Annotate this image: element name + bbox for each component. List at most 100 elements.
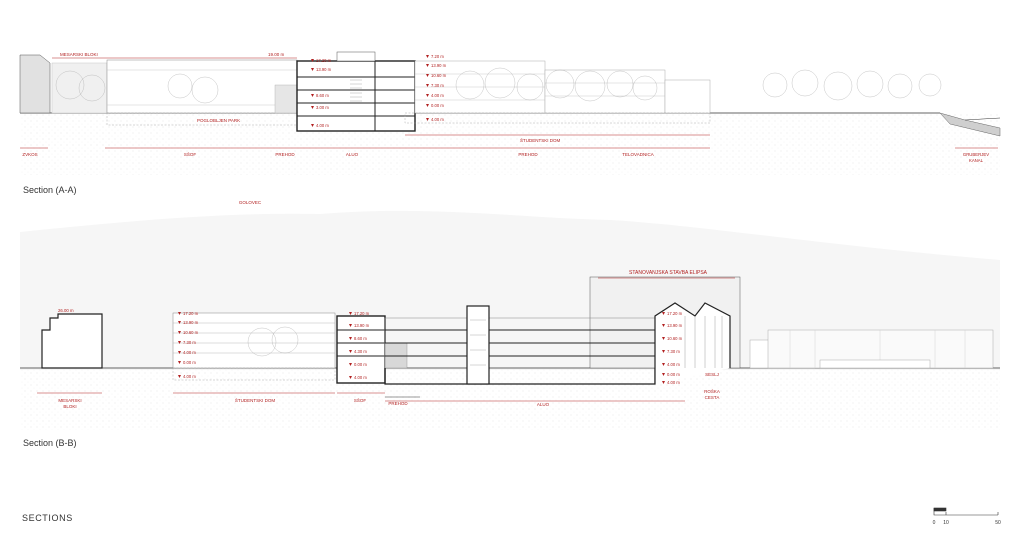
section-b-level-left: 0.00 m — [183, 360, 196, 365]
scale-bar-tick: 50 — [995, 520, 1001, 526]
section-b-zone: PREHOD — [388, 401, 408, 406]
level-marker — [178, 361, 181, 364]
section-b-zone: ROŠKA — [704, 388, 720, 394]
level-marker — [426, 84, 429, 87]
section-b-mesarski-height: 26.00 m — [58, 308, 74, 313]
level-marker — [178, 351, 181, 354]
level-marker — [662, 337, 665, 340]
level-marker — [426, 118, 429, 121]
level-marker — [662, 363, 665, 366]
section-b-level-left: 4.00 m — [183, 350, 196, 355]
section-a-zone: PREHOD — [518, 152, 538, 157]
level-marker — [662, 373, 665, 376]
level-marker — [426, 104, 429, 107]
level-marker — [178, 341, 181, 344]
section-b-level-mid: 17.20 m — [354, 311, 370, 316]
level-marker — [662, 350, 665, 353]
level-marker — [178, 312, 181, 315]
section-b-golovec: GOLOVEC — [239, 200, 262, 205]
section-b-level-left: 17.20 m — [183, 311, 199, 316]
level-marker — [426, 64, 429, 67]
section-a-level-right: 4.00 m — [431, 117, 444, 122]
section-a-zone: ZVKOS — [22, 152, 37, 157]
level-marker — [426, 55, 429, 58]
level-marker — [349, 312, 352, 315]
level-marker — [311, 94, 314, 97]
level-marker — [311, 124, 314, 127]
scale-bar-tick: 10 — [943, 520, 949, 526]
level-marker — [178, 375, 181, 378]
section-a-level-left: 3.00 m — [316, 105, 329, 110]
section-a-level-left: 8.60 m — [316, 93, 329, 98]
section-a-level-right: 0.00 m — [431, 103, 444, 108]
section-a-aluo-building — [296, 60, 416, 132]
section-b-level-right: 13.90 m — [667, 323, 683, 328]
scale-bar — [933, 507, 999, 516]
section-b-level-mid: 8.60 m — [354, 336, 367, 341]
section-a-label-mesarski: MESARSKI BLOKI — [60, 52, 98, 57]
section-a-level-right: 4.00 m — [431, 93, 444, 98]
section-b-level-left: 7.30 m — [183, 340, 196, 345]
section-b-level-left: 4.00 m — [183, 374, 196, 379]
level-marker — [349, 324, 352, 327]
section-b-level-mid: 4.30 m — [354, 349, 367, 354]
section-a-caption: Section (A-A) — [23, 185, 77, 195]
section-a-zone: SŠOF — [184, 151, 197, 157]
level-marker — [349, 376, 352, 379]
section-a-ground — [20, 113, 1000, 175]
level-marker — [426, 74, 429, 77]
section-b-level-right: 4.00 m — [667, 362, 680, 367]
section-a-level-right: 7.30 m — [431, 83, 444, 88]
level-marker — [178, 321, 181, 324]
section-a-zone: TELOVADNICA — [622, 152, 653, 157]
level-marker — [426, 94, 429, 97]
level-marker — [349, 363, 352, 366]
section-a-canal-1: GRUBERJEV — [963, 152, 989, 157]
section-a-level-left: 4.00 m — [316, 123, 329, 128]
section-b-level-mid: 0.00 m — [354, 362, 367, 367]
section-b-zone: BLOKI — [63, 404, 76, 409]
section-a-level-left: 17.20 m — [316, 58, 332, 63]
section-b-level-mid: 13.90 m — [354, 323, 370, 328]
section-b-zone: CESTA — [705, 395, 720, 400]
section-b-level-right: 0.00 m — [667, 372, 680, 377]
section-a-mesarski-building — [19, 54, 51, 114]
section-a-label-park: POGLOBLJEN PARK — [197, 118, 240, 123]
section-b-ground — [20, 368, 1000, 430]
section-b-level-right: 10.60 m — [667, 336, 683, 341]
section-a-level-left: 13.90 m — [316, 67, 332, 72]
section-a-level-right: 7.20 m — [431, 54, 444, 59]
level-marker — [349, 337, 352, 340]
level-marker — [662, 312, 665, 315]
section-b-zone: ŠTUDENTSKI DOM — [235, 397, 276, 403]
section-b-zone: SŠOF — [354, 397, 367, 403]
sheet-title: SECTIONS — [22, 513, 73, 523]
section-b-stavba: STANOVANJSKA STAVBA ELIPSA — [629, 270, 708, 276]
section-b-level-left: 13.90 m — [183, 320, 199, 325]
level-marker — [311, 68, 314, 71]
section-a-zone: PREHOD — [275, 152, 295, 157]
level-marker — [178, 331, 181, 334]
section-a-canal-2: KANAL — [969, 158, 984, 163]
section-b-level-right: 17.20 m — [667, 311, 683, 316]
section-a-zone: ALUO — [346, 152, 359, 157]
level-marker — [349, 350, 352, 353]
section-a — [19, 51, 1001, 175]
section-a-level-right: 10.60 m — [431, 73, 447, 78]
section-b-zone: SESLJ — [705, 372, 719, 377]
section-a-label-top-height: 19.00 m — [268, 52, 285, 57]
section-b-level-right: 4.00 m — [667, 380, 680, 385]
section-a-label-studentski: ŠTUDENTSKI DOM — [520, 137, 561, 143]
section-b-mesarski-building — [41, 313, 103, 369]
section-b-level-right: 7.30 m — [667, 349, 680, 354]
section-b-caption: Section (B-B) — [23, 438, 77, 448]
level-marker — [311, 59, 314, 62]
section-b-level-left: 10.60 m — [183, 330, 199, 335]
level-marker — [311, 106, 314, 109]
level-marker — [662, 381, 665, 384]
level-marker — [662, 324, 665, 327]
section-b-level-mid: 4.00 m — [354, 375, 367, 380]
section-b — [20, 210, 1000, 430]
